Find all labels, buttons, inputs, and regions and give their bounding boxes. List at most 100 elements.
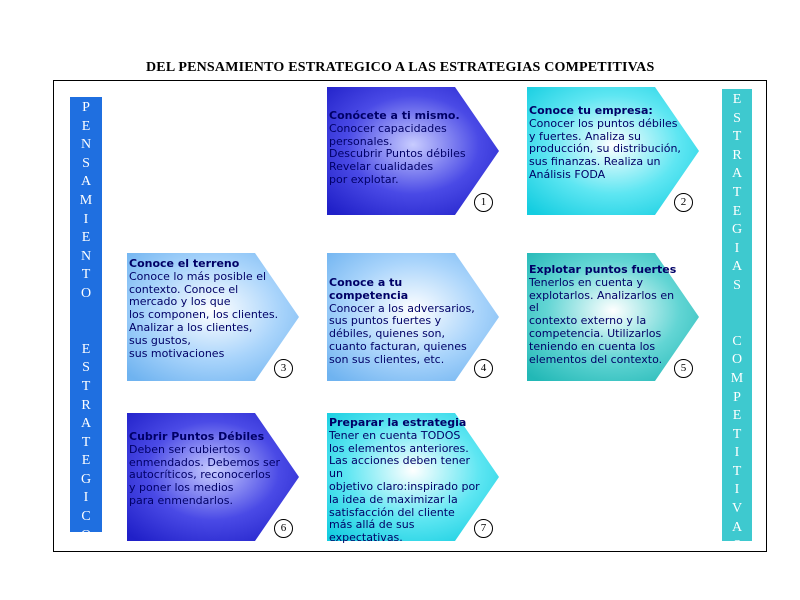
step-body-line: débiles, quienes son,	[329, 327, 446, 341]
step-body-line: Conoce lo más posible el	[129, 269, 267, 283]
step-number-badge: 2	[674, 193, 693, 212]
step-text: Conócete a ti mismo. Conocer capacidades…	[329, 109, 481, 187]
step-7: Preparar la estrategia Tener en cuenta T…	[327, 413, 499, 544]
step-3: Conoce el terreno Conoce lo más posible …	[127, 253, 299, 381]
step-number-badge: 3	[274, 359, 293, 378]
step-text: Conoce el terreno Conoce lo más posible …	[129, 257, 281, 360]
step-body-line: Analizar a los clientes,	[129, 320, 253, 334]
step-text: Conoce tu empresa: Conocer los puntos dé…	[529, 104, 681, 182]
vertical-letter: A	[731, 259, 743, 275]
step-2: Conoce tu empresa: Conocer los puntos dé…	[527, 87, 699, 215]
vertical-letter: I	[83, 490, 89, 506]
step-body-line: son sus clientes, etc.	[329, 352, 445, 366]
step-body-line: mercado y los que	[129, 295, 231, 309]
vertical-letter: S	[733, 277, 741, 293]
vertical-letter: N	[80, 248, 92, 264]
step-body-line: autocríticos, reconocerlos	[129, 468, 271, 482]
step-body-line: Conocer a los adversarios,	[329, 301, 475, 315]
step-body-line: para enmendarlos.	[129, 493, 233, 507]
step-body-line: más allá de sus	[329, 518, 415, 532]
vertical-letter: R	[81, 397, 91, 413]
step-body-line: sus puntos fuertes y	[329, 314, 442, 328]
step-body: Conocer a los adversarios,sus puntos fue…	[329, 301, 481, 367]
vertical-letter: T	[81, 434, 91, 450]
vertical-letter: E	[81, 341, 91, 357]
diagram-frame	[53, 80, 767, 552]
vertical-letter: T	[732, 184, 742, 200]
step-body-line: contexto. Conoce el	[129, 282, 239, 296]
vertical-letter: A	[731, 166, 743, 182]
vertical-letter	[735, 314, 739, 333]
vertical-letter: S	[733, 110, 741, 126]
vertical-letter: S	[733, 538, 741, 554]
step-body-line: producción, su distribución,	[529, 142, 681, 156]
vertical-letter: A	[731, 519, 743, 535]
step-text: Conoce a tu competencia Conocer a los ad…	[329, 276, 481, 367]
vertical-letter: E	[732, 408, 742, 424]
step-heading: Conoce a tu competencia	[329, 276, 409, 302]
vertical-letter	[735, 296, 739, 315]
vertical-letter: E	[81, 453, 91, 469]
step-heading: Cubrir Puntos Débiles	[129, 430, 265, 443]
step-text: Cubrir Puntos Débiles Deben ser cubierto…	[129, 430, 281, 508]
vertical-letter: O	[80, 527, 92, 543]
step-body-line: la idea de maximizar la	[329, 492, 458, 506]
vertical-letter: M	[730, 370, 744, 386]
vertical-letter: S	[82, 360, 90, 376]
step-body-line: sus gustos,	[129, 333, 191, 347]
step-number-badge: 5	[674, 359, 693, 378]
vertical-letter: O	[731, 352, 743, 368]
vertical-letter: C	[732, 333, 742, 349]
vertical-letter: A	[80, 174, 92, 190]
vertical-letter: P	[733, 389, 741, 405]
vertical-letter: T	[732, 463, 742, 479]
step-body-line: los elementos anteriores.	[329, 441, 469, 455]
step-heading: Explotar puntos fuertes	[529, 263, 677, 276]
step-body-line: y fuertes. Analiza su	[529, 129, 642, 143]
step-body-line: sus motivaciones	[129, 346, 225, 360]
vertical-letter: T	[732, 129, 742, 145]
step-4: Conoce a tu competencia Conocer a los ad…	[327, 253, 499, 381]
vertical-letter	[84, 304, 88, 323]
step-number-badge: 4	[474, 359, 493, 378]
vertical-letter	[84, 322, 88, 341]
step-heading: Conoce tu empresa:	[529, 104, 653, 117]
vertical-letter: E	[81, 118, 91, 134]
vertical-letter: P	[82, 100, 90, 115]
step-body-line: Conocer los puntos débiles	[529, 116, 678, 130]
step-text: Explotar puntos fuertes Tenerlos en cuen…	[529, 263, 681, 366]
vertical-letter: A	[80, 416, 92, 432]
step-body-line: Tener en cuenta TODOS	[329, 428, 461, 442]
pentagon-arrow-shape	[127, 253, 299, 381]
step-number-badge: 1	[474, 193, 493, 212]
vertical-letter: O	[80, 285, 92, 301]
vertical-letter: E	[732, 203, 742, 219]
step-text: Preparar la estrategia Tener en cuenta T…	[329, 416, 481, 545]
vertical-letter: S	[82, 155, 90, 171]
step-body-line: expectativas.	[329, 531, 403, 545]
vertical-letter: E	[81, 230, 91, 246]
step-body-line: Las acciones deben tener un	[329, 454, 470, 481]
vertical-letter: V	[731, 501, 743, 517]
vertical-letter: I	[83, 211, 89, 227]
pentagon-arrow-shape	[327, 413, 499, 541]
vertical-letter: T	[81, 378, 91, 394]
pentagon-arrow-shape	[527, 87, 699, 215]
step-body-line: Deben ser cubiertos o	[129, 442, 251, 456]
step-body-line: Conocer capacidades	[329, 121, 447, 135]
diagram-title: DEL PENSAMIENTO ESTRATEGICO A LAS ESTRAT…	[146, 60, 655, 75]
step-body-line: Tenerlos en cuenta y	[529, 275, 643, 289]
step-number-badge: 7	[474, 519, 493, 538]
step-body-line: satisfacción del cliente	[329, 505, 455, 519]
step-body-line: por explotar.	[329, 172, 399, 186]
step-heading: Conoce el terreno	[129, 257, 240, 270]
pentagon-arrow-shape	[327, 87, 499, 215]
step-body-line: teniendo en cuenta los	[529, 339, 656, 353]
step-body-line: Análisis FODA	[529, 167, 606, 181]
step-body-line: elementos del contexto.	[529, 352, 663, 366]
step-body-line: contexto externo y la	[529, 314, 647, 328]
step-body-line: personales.	[329, 134, 393, 148]
